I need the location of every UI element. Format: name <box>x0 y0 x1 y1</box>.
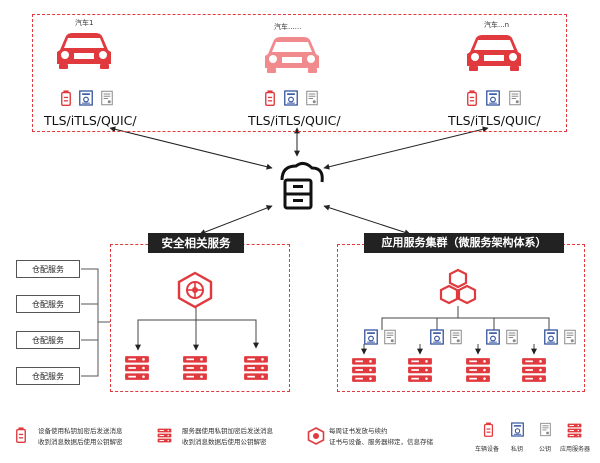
private-key-icon <box>284 90 298 106</box>
warehouse-service-button[interactable]: 仓配服务 <box>16 295 80 313</box>
device-icon <box>61 90 71 106</box>
device-icon <box>467 90 477 106</box>
car2-label: 汽车...... <box>274 23 302 31</box>
server-icon <box>157 428 172 443</box>
server-icon <box>466 358 490 382</box>
warehouse-service-button[interactable]: 仓配服务 <box>16 331 80 349</box>
device-icon <box>265 90 275 106</box>
legend-cert-line2: 证书与设备、服务器绑定，信息存储 <box>329 438 433 446</box>
car1-protocols: TLS/iTLS/QUIC/ <box>44 113 137 128</box>
carn-label: 汽车...n <box>484 21 510 29</box>
car2-protocols: TLS/iTLS/QUIC/ <box>248 113 341 128</box>
server-icon <box>244 356 268 380</box>
private-key-icon <box>511 422 524 437</box>
public-key-icon <box>564 329 576 345</box>
private-key-icon <box>430 329 444 345</box>
legend-label-public: 公钥 <box>539 446 552 453</box>
legend-device-line2: 收到消息数据后使用公钥解密 <box>38 438 123 446</box>
car1-label: 汽车1 <box>75 19 94 27</box>
cloud-server-icon <box>280 161 324 210</box>
link-cloud-app <box>323 204 411 236</box>
server-icon <box>522 358 546 382</box>
warehouse-service-button[interactable]: 仓配服务 <box>16 367 80 385</box>
legend-cert-line1: 每周证书发放与续约 <box>329 427 388 435</box>
public-key-icon <box>384 329 396 345</box>
legend-label-server: 应用服务器 <box>560 446 591 453</box>
security-hexagon-icon <box>307 427 325 445</box>
link-cloud-security <box>199 205 273 235</box>
link-car1-cloud <box>109 126 273 170</box>
private-key-icon <box>79 90 93 106</box>
warehouse-service-button[interactable]: 仓配服务 <box>16 260 80 278</box>
vehicles-group <box>32 14 567 132</box>
car-icon <box>467 35 521 71</box>
legend-label-device: 车辆设备 <box>475 446 500 453</box>
device-icon <box>16 427 26 443</box>
legend-label-private: 私钥 <box>511 446 524 453</box>
car-icon <box>265 37 319 73</box>
legend-server-line1: 服务器使用私钥加密后发送消息 <box>182 427 273 435</box>
security-hexagon-icon <box>177 271 213 309</box>
legend-device-line1: 设备使用私钥加密后发送消息 <box>38 427 123 435</box>
public-key-icon <box>540 422 551 437</box>
public-key-icon <box>506 329 518 345</box>
public-key-icon <box>509 90 521 106</box>
public-key-icon <box>450 329 462 345</box>
microservice-cubes-icon <box>439 268 477 305</box>
private-key-icon <box>364 329 378 345</box>
app-group-title: 应用服务集群（微服务架构体系） <box>364 233 564 253</box>
private-key-icon <box>486 90 500 106</box>
server-icon <box>183 356 207 380</box>
server-icon <box>408 358 432 382</box>
private-key-icon <box>544 329 558 345</box>
link-carn-cloud <box>323 126 489 170</box>
car-icon <box>57 33 111 69</box>
public-key-icon <box>306 90 318 106</box>
private-key-icon <box>486 329 500 345</box>
security-group-title: 安全相关服务 <box>148 233 244 253</box>
server-icon <box>567 423 582 438</box>
legend-server-line2: 收到消息数据后使用公钥解密 <box>182 438 267 446</box>
public-key-icon <box>101 90 113 106</box>
device-icon <box>483 422 494 437</box>
server-icon <box>352 358 376 382</box>
server-icon <box>125 356 149 380</box>
carn-protocols: TLS/iTLS/QUIC/ <box>448 113 541 128</box>
